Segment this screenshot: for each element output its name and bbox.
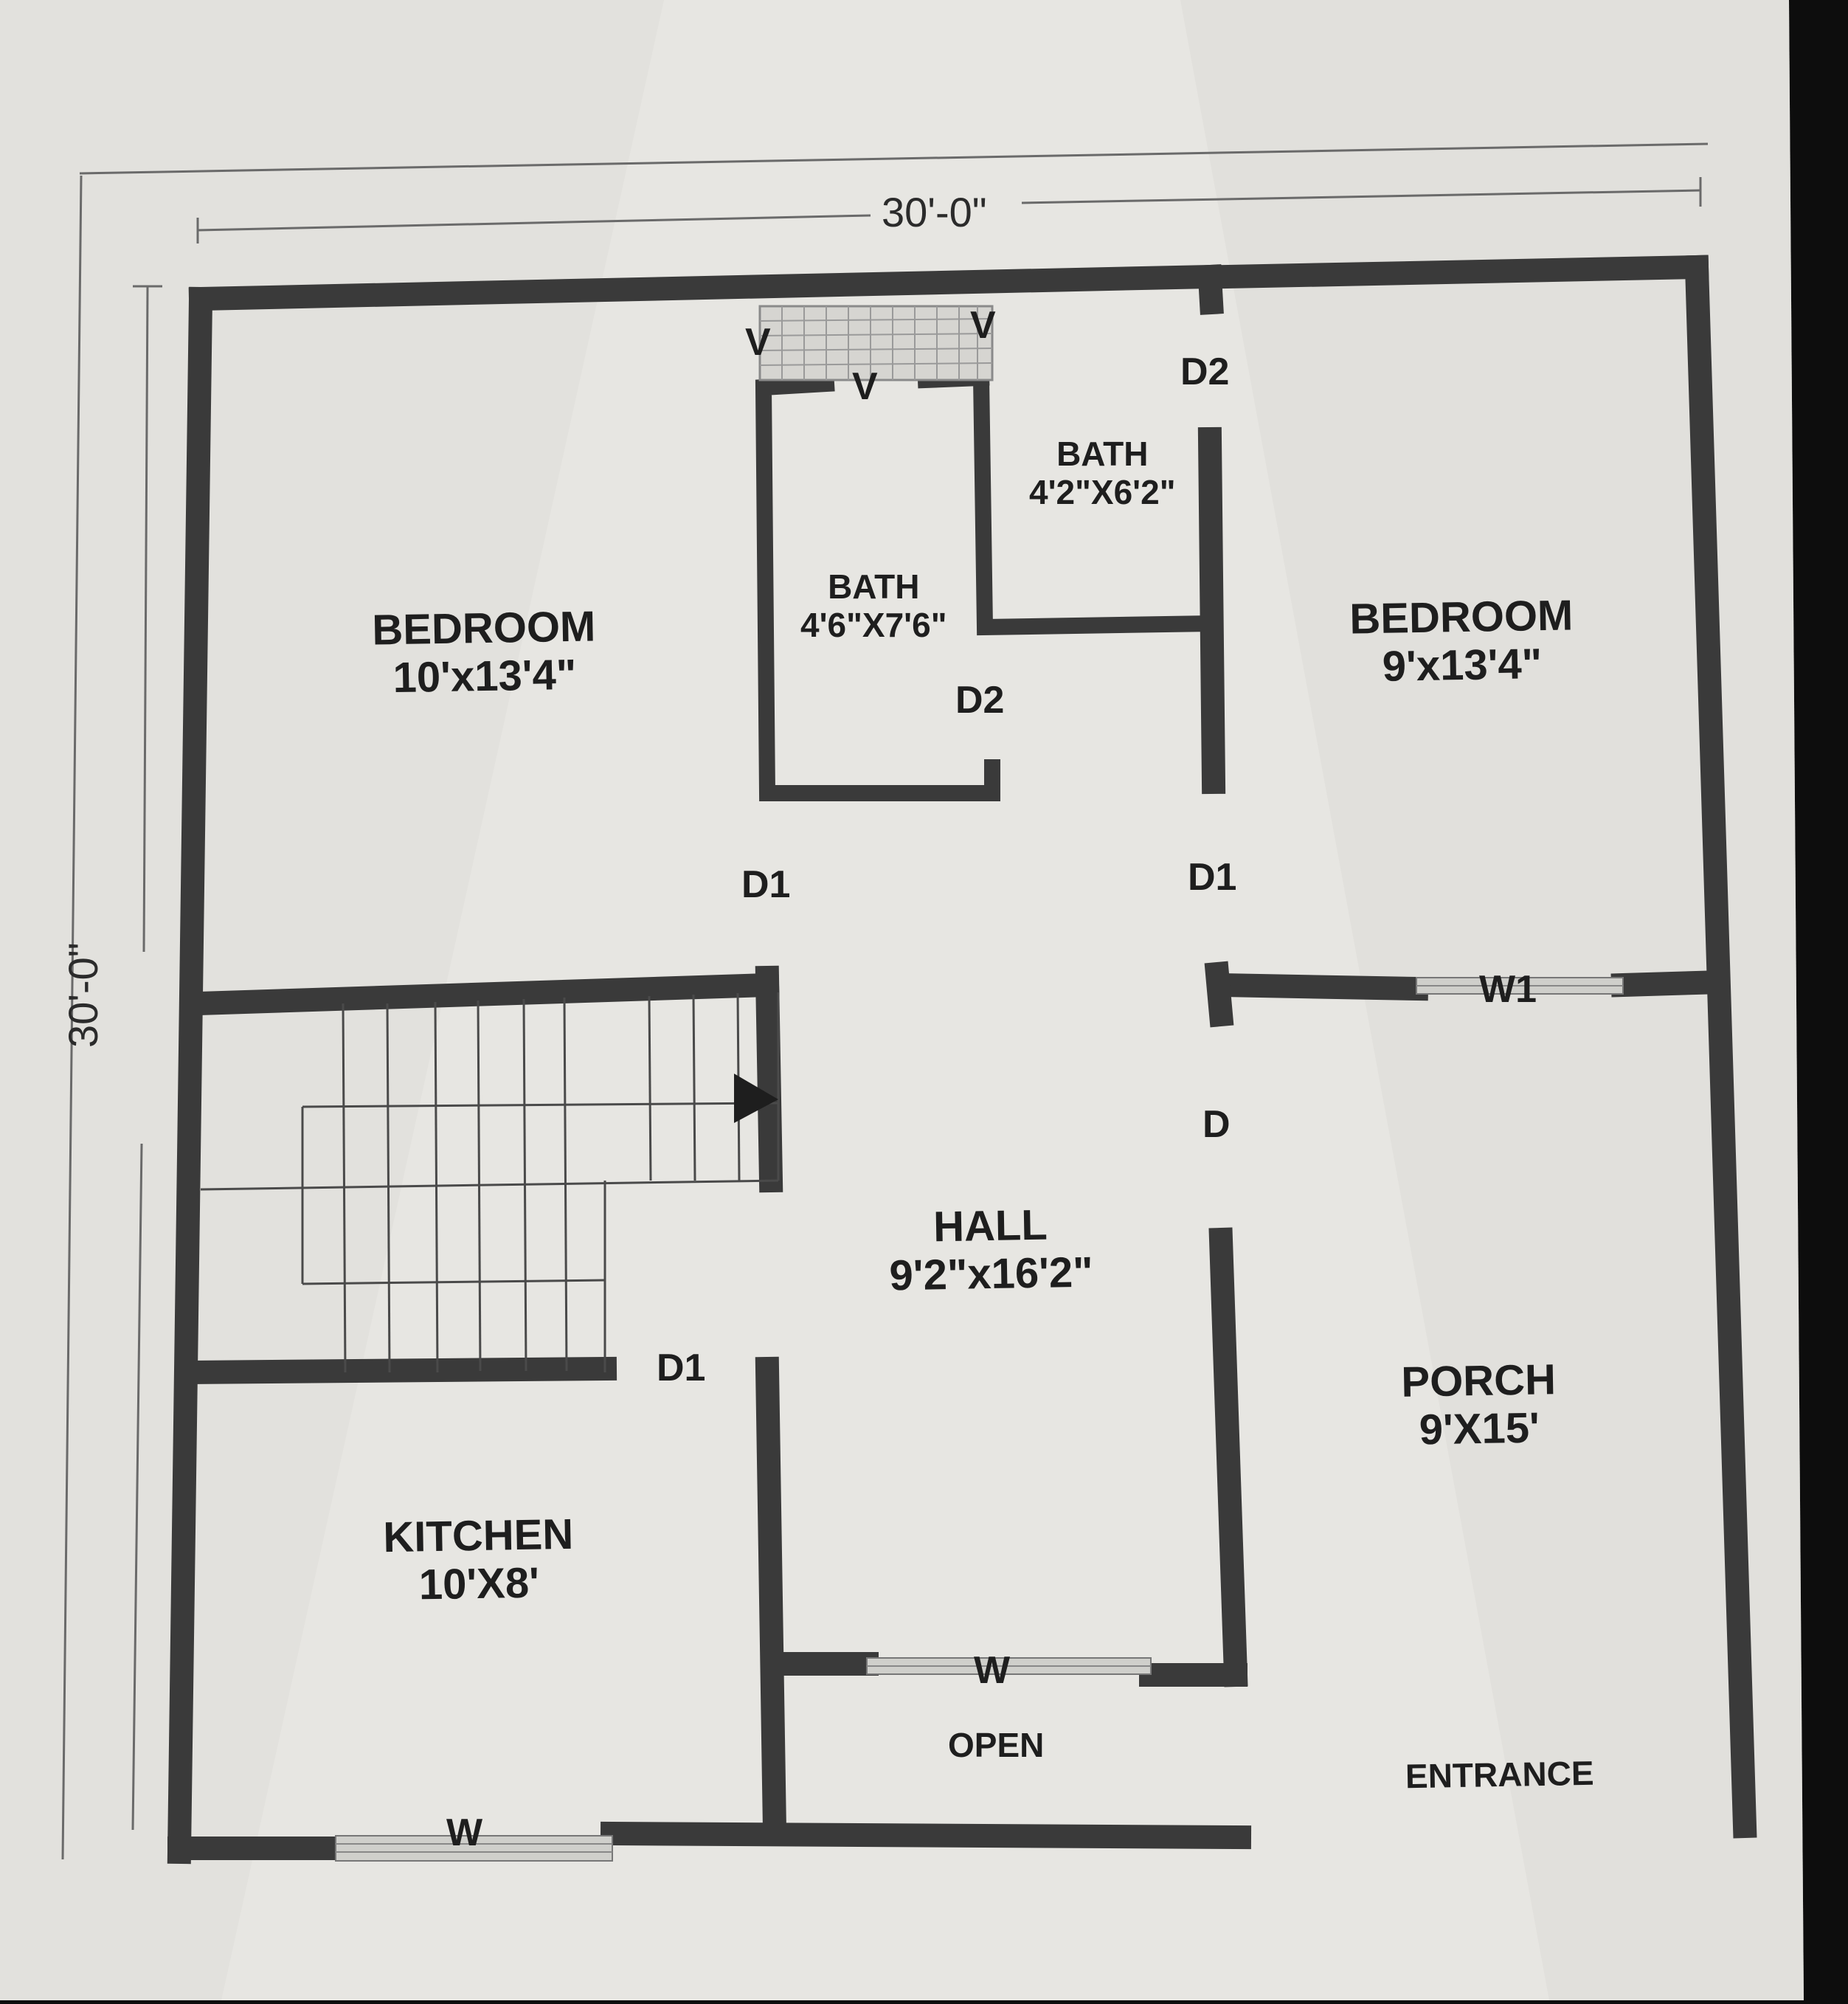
ventilation-grid: [758, 305, 994, 381]
staircase: [200, 992, 780, 1373]
windows: [335, 977, 1624, 1862]
room-bath-left: BATH 4'6"X7'6": [800, 567, 947, 644]
room-hall: HALL 9'2"x16'2": [888, 1201, 1093, 1301]
stair-direction-arrow-icon: [734, 1074, 778, 1123]
room-name: BEDROOM: [1349, 591, 1574, 643]
door-marker-d1-left: D1: [741, 863, 791, 906]
room-porch: PORCH 9'X15': [1400, 1355, 1557, 1455]
room-size: 10'X8': [418, 1558, 540, 1609]
door-marker-d2-bath: D2: [955, 679, 1005, 722]
room-size: 9'x13'4": [1382, 640, 1543, 691]
room-name: BATH: [828, 567, 920, 606]
room-size: 4'6"X7'6": [800, 605, 947, 644]
vent-marker: V: [852, 365, 878, 408]
dimension-lines: [61, 142, 1709, 1860]
window-marker-hall: W: [974, 1649, 1011, 1692]
room-size: 9'2"x16'2": [889, 1248, 1094, 1300]
room-name: HALL: [932, 1200, 1048, 1251]
room-name: KITCHEN: [382, 1510, 574, 1562]
room-size: 9'X15': [1419, 1403, 1540, 1454]
room-name: BATH: [1056, 435, 1149, 473]
area-open: OPEN: [948, 1726, 1045, 1764]
window-marker-w1: W1: [1479, 968, 1537, 1011]
room-size: 4'2"X6'2": [1029, 472, 1176, 511]
window-marker-kitchen: W: [446, 1811, 483, 1854]
door-marker-d1-kitchen: D1: [657, 1347, 706, 1389]
room-bath-right: BATH 4'2"X6'2": [1029, 435, 1176, 511]
door-marker-d1-right: D1: [1188, 856, 1237, 899]
room-name: BEDROOM: [371, 602, 596, 654]
room-bedroom-left: BEDROOM 10'x13'4": [371, 602, 597, 702]
height-dimension-label: 30'-0": [60, 942, 106, 1048]
door-marker-d2-top: D2: [1180, 350, 1230, 393]
door-marker-d-porch: D: [1202, 1103, 1231, 1146]
room-size: 10'x13'4": [392, 650, 577, 702]
vent-marker: V: [745, 321, 771, 364]
area-entrance: ENTRANCE: [1405, 1753, 1594, 1796]
room-kitchen: KITCHEN 10'X8': [382, 1510, 575, 1610]
vent-marker: V: [970, 304, 996, 347]
room-name: PORCH: [1400, 1355, 1557, 1406]
walls: [167, 255, 1757, 1865]
width-dimension-label: 30'-0": [882, 189, 987, 235]
room-bedroom-right: BEDROOM 9'x13'4": [1349, 591, 1574, 691]
